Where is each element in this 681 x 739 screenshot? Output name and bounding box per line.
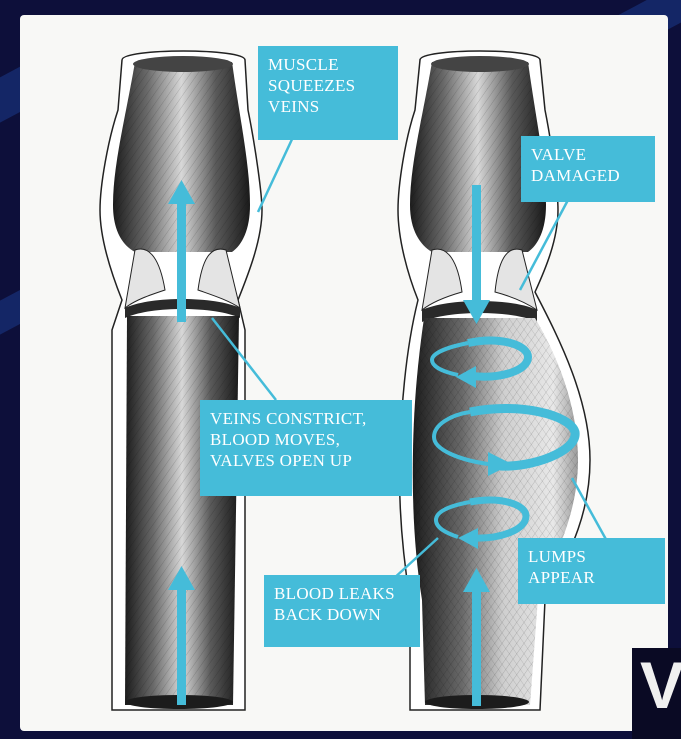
label-blood-leaks: BLOOD LEAKS BACK DOWN <box>264 575 420 647</box>
label-muscle-squeezes: MUSCLE SQUEEZES VEINS <box>258 46 398 140</box>
label-valve-damaged: VALVE DAMAGED <box>521 136 655 202</box>
corner-badge: V <box>632 648 681 739</box>
label-lumps-appear: LUMPS APPEAR <box>518 538 665 604</box>
label-veins-constrict: VEINS CONSTRICT, BLOOD MOVES, VALVES OPE… <box>200 400 412 496</box>
corner-text: V <box>640 650 681 720</box>
